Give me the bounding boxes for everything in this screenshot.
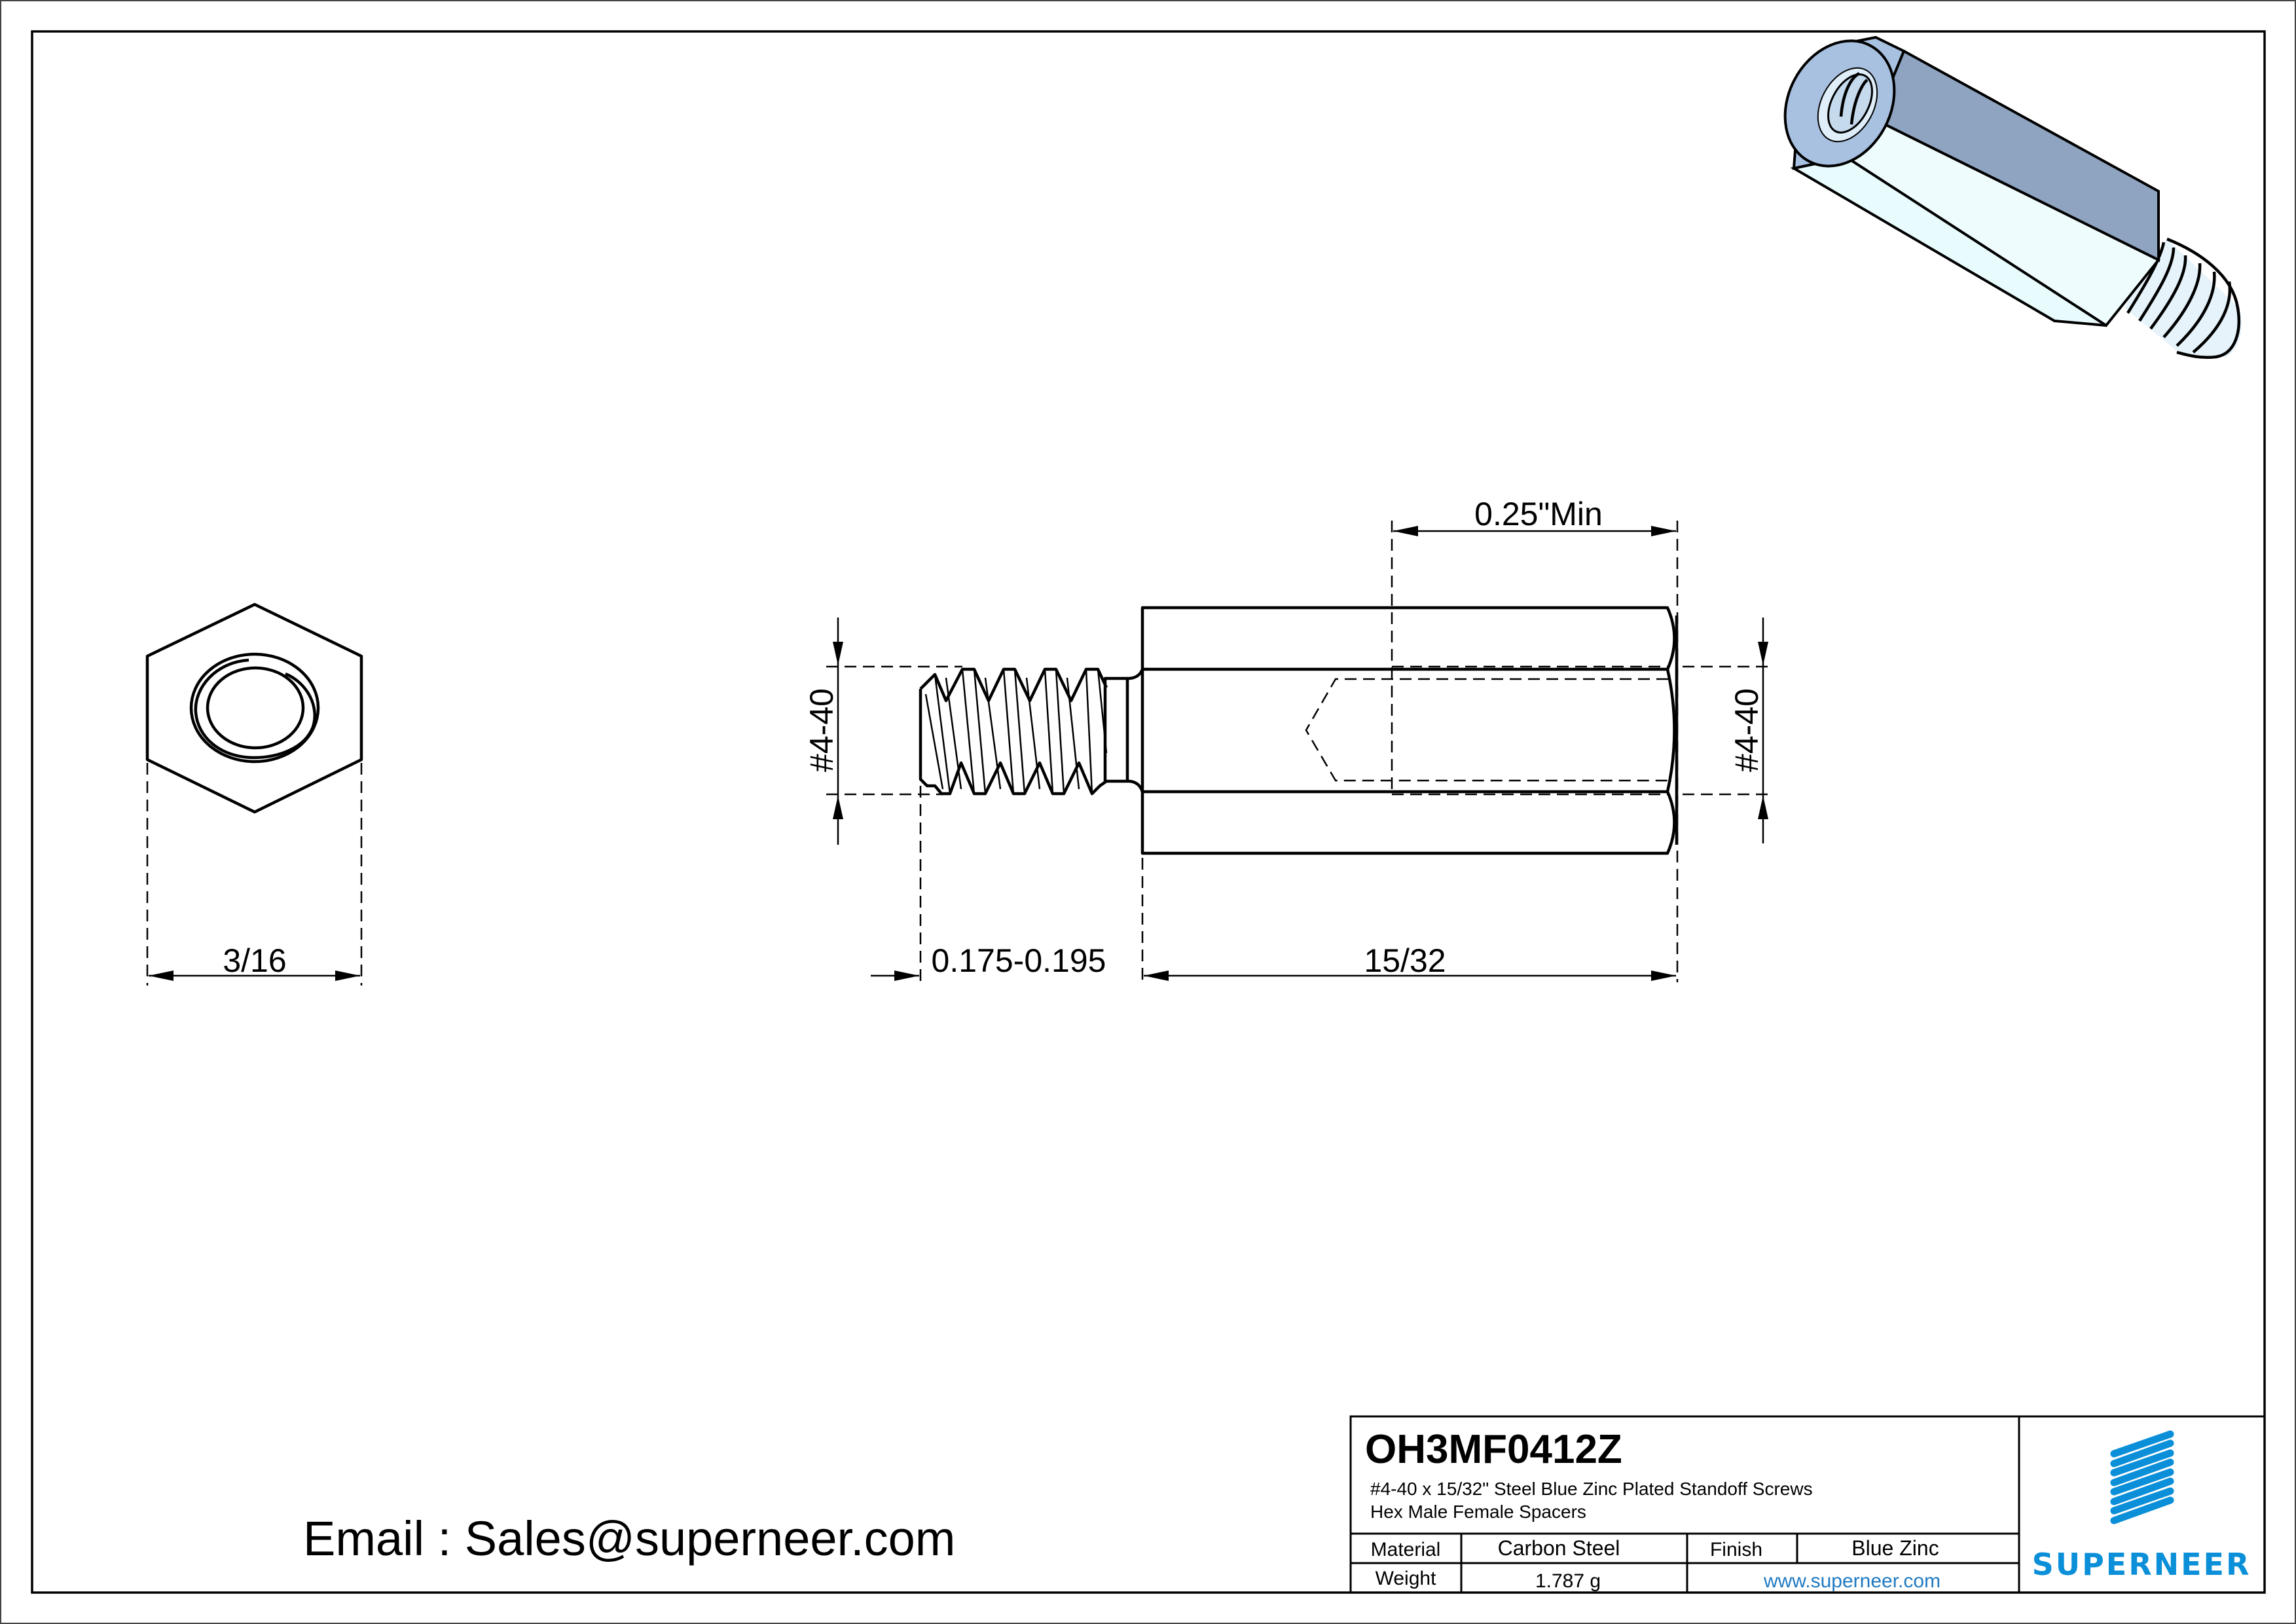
thread-outer-circle bbox=[189, 652, 320, 764]
material-value: Carbon Steel bbox=[1498, 1536, 1620, 1560]
material-label: Material bbox=[1371, 1539, 1441, 1560]
male-thread bbox=[919, 667, 1108, 796]
iso-end-face bbox=[1783, 35, 1906, 170]
weight-label: Weight bbox=[1376, 1568, 1436, 1589]
hex-outline bbox=[145, 602, 363, 814]
inner-frame bbox=[31, 30, 2266, 1594]
weight-value: 1.787 g bbox=[1535, 1570, 1601, 1592]
thread-inner-circle bbox=[206, 666, 305, 750]
finish-value: Blue Zinc bbox=[1851, 1536, 1939, 1560]
dim-male-thread-size: #4-40 bbox=[803, 688, 840, 772]
side-view: 0.25"Min #4-40 #4-40 0.175-0.195 15/32 bbox=[803, 496, 1771, 986]
hidden-female-bore bbox=[1305, 678, 1668, 782]
dim-female-thread-size: #4-40 bbox=[1728, 688, 1765, 772]
finish-label: Finish bbox=[1710, 1539, 1762, 1560]
dim-body-length: 15/32 bbox=[1364, 942, 1446, 979]
website-link[interactable]: www.superneer.com bbox=[1763, 1570, 1941, 1592]
description-line-1: #4-40 x 15/32" Steel Blue Zinc Plated St… bbox=[1370, 1479, 1813, 1499]
dim-male-thread-length: 0.175-0.195 bbox=[932, 942, 1106, 979]
hex-body-outline bbox=[1140, 606, 1676, 855]
isometric-view bbox=[1783, 35, 2242, 359]
dim-hex-across-flats: 3/16 bbox=[223, 942, 286, 979]
iso-male-thread bbox=[2124, 237, 2242, 359]
dim-female-thread-depth: 0.25"Min bbox=[1474, 496, 1603, 532]
striped-parallelogram-logo-icon bbox=[2110, 1430, 2174, 1524]
title-block: OH3MF0412Z #4-40 x 15/32" Steel Blue Zin… bbox=[1349, 1415, 2266, 1594]
description-line-2: Hex Male Female Spacers bbox=[1370, 1502, 1586, 1522]
hex-end-view: 3/16 bbox=[145, 602, 363, 986]
part-number: OH3MF0412Z bbox=[1365, 1427, 1622, 1472]
contact-email[interactable]: Email : Sales@superneer.com bbox=[303, 1511, 955, 1566]
logo-wordmark: SUPERNEER bbox=[2032, 1547, 2251, 1582]
thread-spiral bbox=[194, 658, 316, 760]
